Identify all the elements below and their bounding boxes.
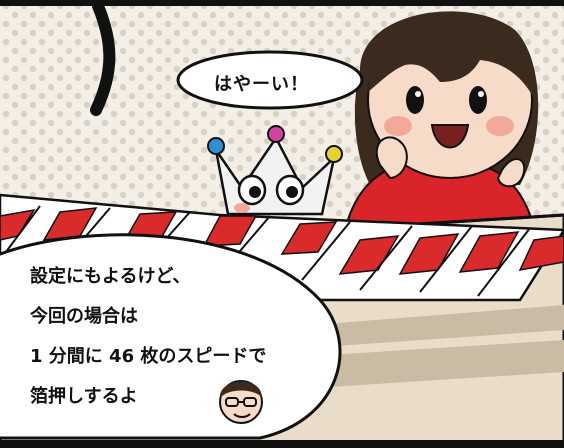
speech-text-top: はやーい！: [214, 74, 309, 95]
speech-line-3: 1 分間に 46 枚のスピードで: [30, 346, 267, 367]
speech-line-1: 設定にもよるけど、: [30, 266, 191, 287]
narrator-avatar-icon: [219, 380, 263, 424]
crown-character: [207, 125, 343, 216]
motion-stroke: [90, 0, 116, 116]
speech-line-2: 今回の場合は: [30, 306, 138, 327]
girl-character: [343, 11, 539, 231]
speech-line-4: 箔押しするよ: [30, 386, 138, 407]
speech-bubble-top: [176, 50, 364, 110]
